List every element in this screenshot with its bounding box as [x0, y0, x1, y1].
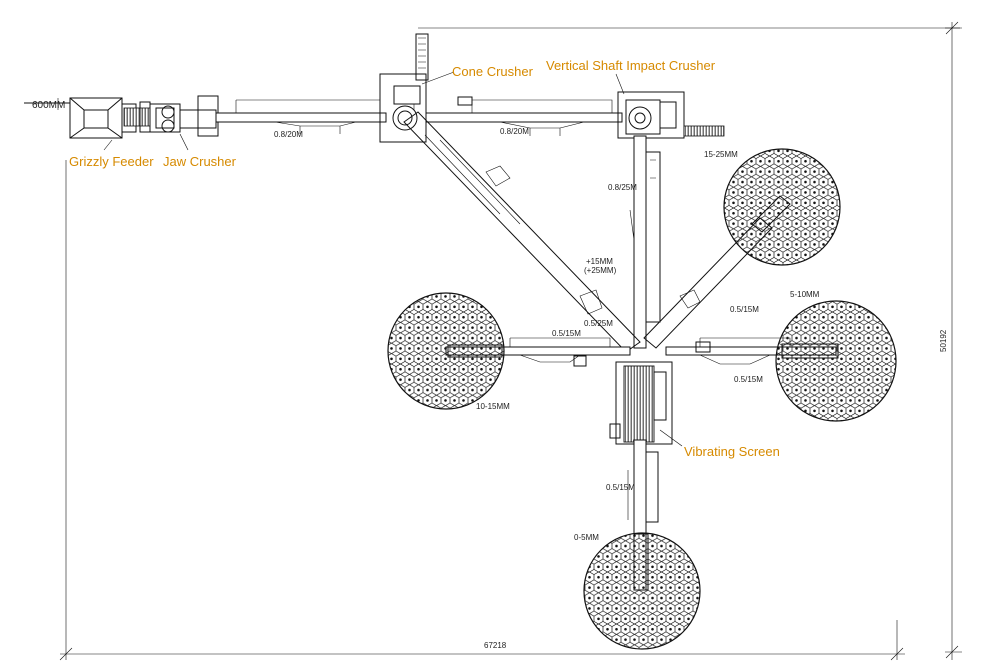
vibrating-screen-label: Vibrating Screen: [684, 444, 780, 459]
return-line-1-label: +15MM: [586, 257, 613, 266]
stockpile-10-15: [387, 292, 505, 410]
conveyor-jaw-to-cone: [215, 99, 387, 134]
conveyor-3-label: 0.8/25M: [608, 183, 637, 192]
conveyor-5-label: 0.5/15M: [730, 305, 759, 314]
stockpile-0-5: [583, 532, 701, 650]
pile-2-label: 5-10MM: [790, 290, 820, 299]
cone-crusher-label: Cone Crusher: [452, 64, 534, 79]
jaw-crusher-label: Jaw Crusher: [163, 154, 237, 169]
jaw-crusher: [139, 95, 219, 137]
stockpile-5-10: [775, 300, 897, 422]
overall-width-label: 67218: [484, 641, 507, 650]
vibrating-screen: [609, 361, 673, 445]
overall-dimensions: 67218 50192: [59, 21, 962, 661]
pile-3-label: 10-15MM: [476, 402, 510, 411]
grizzly-feeder: [24, 97, 151, 139]
feed-size-label: 600MM: [32, 100, 65, 111]
conveyor-7-label: 0.5/15M: [734, 375, 763, 384]
conveyor-2-label: 0.8/20M: [500, 127, 529, 136]
vsi-crusher: [617, 91, 725, 139]
pile-4-label: 0-5MM: [574, 533, 599, 542]
return-line-2-label: (+25MM): [584, 266, 617, 275]
conveyor-vsi-to-screen: [629, 135, 661, 349]
conveyor-6-label: 0.5/15M: [552, 329, 581, 338]
stockpile-15-25: [723, 148, 841, 266]
cone-crusher: [379, 33, 429, 143]
vsi-crusher-label: Vertical Shaft Impact Crusher: [546, 58, 716, 73]
conveyor-1-label: 0.8/20M: [274, 130, 303, 139]
conveyor-8-label: 0.5/15M: [606, 483, 635, 492]
overall-height-label: 50192: [939, 329, 948, 352]
conveyor-4-label: 0.5/25M: [584, 319, 613, 328]
conveyor-cone-to-vsi: [425, 96, 623, 136]
grizzly-feeder-label: Grizzly Feeder: [69, 154, 154, 169]
return-conveyor: [403, 111, 641, 353]
label-leaders: [103, 71, 683, 447]
pile-1-label: 15-25MM: [704, 150, 738, 159]
